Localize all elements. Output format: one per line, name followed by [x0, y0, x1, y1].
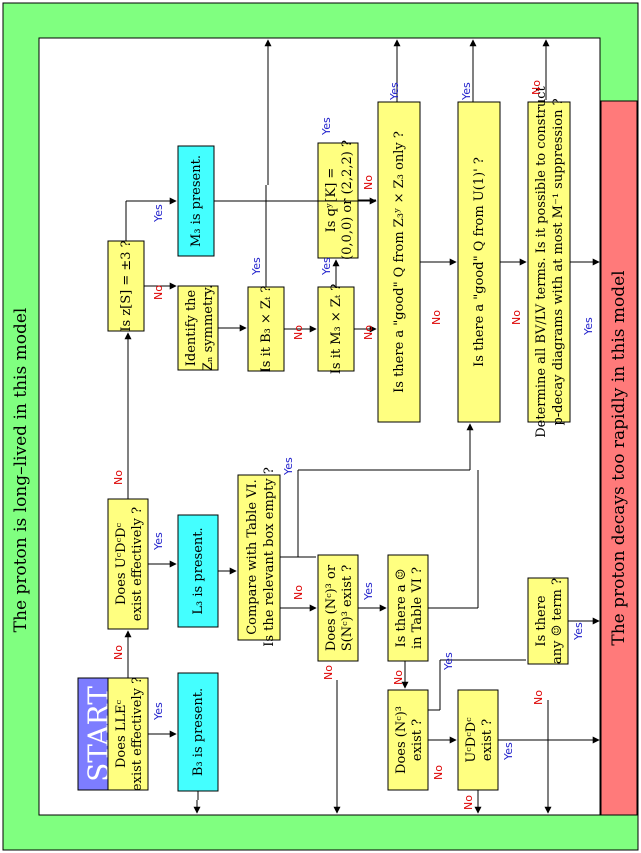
- no-label: No: [322, 665, 335, 680]
- table-compare-box: [237, 474, 281, 641]
- nc3-line1: Does (Nᶜ)³: [394, 706, 409, 774]
- yes-label: Yes: [572, 622, 585, 641]
- nc-line2: S(Nᶜ)³ exist ?: [340, 565, 355, 651]
- yes-label: Yes: [388, 82, 401, 101]
- smiley-line2: in Table VI ?: [410, 567, 425, 649]
- any-line2: any ☺ term ?: [550, 578, 565, 664]
- no-label: No: [292, 585, 305, 600]
- zn-line2: Zₙ symmetry.: [201, 285, 216, 371]
- connectors: [124, 185, 600, 800]
- no-label: No: [432, 765, 445, 780]
- zn-box: [177, 285, 219, 371]
- yes-label: Yes: [460, 82, 473, 101]
- udd2-line1: UᶜDᶜDᶜ: [464, 717, 479, 763]
- z-q-label: Is z[S] = ±3 ?: [119, 240, 134, 331]
- m3zt-label: Is it M₃ × Zₜ ?: [329, 284, 344, 375]
- no-label: No: [392, 670, 405, 685]
- table-line1: Compare with Table VI.: [245, 479, 260, 635]
- no-label: No: [362, 325, 375, 340]
- smiley-box: [387, 554, 429, 662]
- yes-label: Yes: [282, 457, 295, 476]
- yes-no-labels: No Yes No Yes No Yes Yes No Yes No Yes N…: [112, 80, 595, 810]
- no-label: No: [292, 325, 305, 340]
- no-label: No: [152, 285, 165, 300]
- nc3-box: [387, 689, 429, 791]
- no-label: No: [530, 80, 543, 95]
- yes-label: Yes: [320, 257, 333, 276]
- smiley-line1: Is there a ☺: [394, 569, 409, 648]
- udd-q-line1: Does UᶜDᶜDᶜ: [114, 522, 129, 605]
- udd-q-line2: exist effectively ?: [130, 507, 145, 621]
- udd2-box: [457, 689, 499, 791]
- det-line1: Determine all BV/LV terms. Is it possibl…: [534, 85, 549, 437]
- yes-label: Yes: [250, 257, 263, 276]
- table-line2: Is the relevant box empty ?: [262, 467, 277, 647]
- no-label: No: [362, 175, 375, 190]
- yes-label: Yes: [362, 582, 375, 601]
- no-label: No: [462, 795, 475, 810]
- lle-q-line1: Does LLEᶜ: [114, 700, 129, 769]
- no-label: No: [532, 690, 545, 705]
- m3-label: M₃ is present.: [189, 155, 204, 247]
- zn-line1: Identify the: [184, 289, 199, 366]
- yes-label: Yes: [502, 742, 515, 761]
- good1-box: [377, 101, 421, 423]
- any-line1: Is there: [534, 595, 549, 646]
- l3-label: L₃ is present.: [191, 527, 206, 614]
- udd2-line2: exist ?: [480, 719, 495, 761]
- no-label: No: [510, 310, 523, 325]
- decays-label: The proton decays too rapidly in this mo…: [609, 270, 629, 645]
- det-line2: p-decay diagrams with at most M⁻¹ suppre…: [551, 98, 566, 425]
- no-label: No: [430, 310, 443, 325]
- lle-q-line2: exist effectively ?: [130, 677, 145, 791]
- yes-label: Yes: [320, 117, 333, 136]
- long-lived-label: The proton is long–lived in this model: [11, 308, 31, 633]
- nc-line1: Does (Nᶜ)³ or: [324, 564, 339, 651]
- yes-label: Yes: [152, 702, 165, 721]
- qk-line2: (0,0,0) or (2,2,2) ?: [340, 140, 355, 260]
- good2-box: [457, 101, 501, 423]
- no-label: No: [112, 645, 125, 660]
- l3-box: [177, 514, 219, 628]
- qk-line1: Is qʸ[K] =: [324, 168, 339, 233]
- yes-label: Yes: [442, 652, 455, 671]
- good2-label: Is there a "good" Q from U(1)' ?: [472, 157, 487, 367]
- decays-box: [600, 100, 638, 816]
- determine-box: [527, 101, 571, 423]
- b3-label: B₃ is present.: [191, 688, 206, 776]
- b3zt-label: Is it B₃ × Zₜ ?: [259, 286, 274, 373]
- nc3-line2: exist ?: [410, 719, 425, 761]
- yes-label: Yes: [152, 204, 165, 223]
- yes-label: Yes: [582, 317, 595, 336]
- no-label: No: [112, 470, 125, 485]
- z-question-box: [107, 240, 145, 332]
- nc-box: [317, 554, 359, 662]
- lle-question-box: [107, 677, 149, 791]
- good1-label: Is there a "good" Q from Z₃ʸ × Z₃ only ?: [392, 131, 407, 393]
- udd-question-box: [107, 498, 149, 630]
- yes-label: Yes: [152, 532, 165, 551]
